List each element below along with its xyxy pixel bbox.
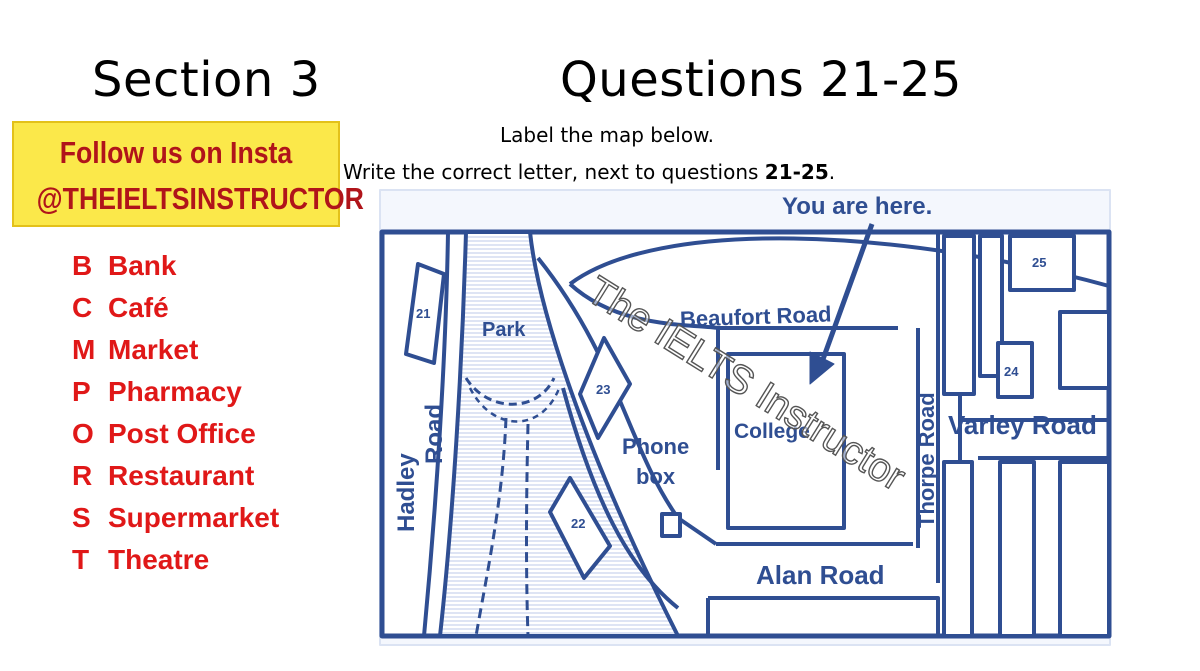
legend-letter: T [72,544,90,575]
legend-label: Bank [108,250,177,281]
legend-letter: O [72,418,94,449]
legend-label: Café [108,292,169,323]
question-22-marker: 22 [571,516,585,531]
question-24-marker: 24 [1004,364,1019,379]
legend-letter: R [72,460,93,491]
building-24 [996,341,1034,399]
legend-label: Market [108,334,199,365]
park-label: Park [482,319,526,341]
legend-letter: B [72,250,93,281]
college-building [726,352,846,530]
building-23 [578,336,632,440]
instruction-period: . [828,160,836,184]
section-title: Section 3 [92,52,321,108]
college-label: College [734,420,810,443]
options-legend: B Bank C Café M Market P Pharmacy O Post Offi… [72,250,279,586]
building-22 [548,476,612,580]
instruction-question-range: 21-25 [764,160,829,184]
hadley-road-label: Hadley [393,453,420,532]
instagram-promo-banner: Follow us on Insta @THEIELTSINSTRUCTOR [12,121,364,227]
thorpe-road-label: Thorpe Road [914,392,939,528]
promo-line-1: Follow us on Insta [59,135,293,170]
street-map: You are here. Park Beaufort Road College… [379,189,1112,646]
legend-item: C Café [72,292,279,334]
phone-box-label-line-2: box [636,464,676,489]
building-25 [1008,234,1076,292]
legend-item: R Restaurant [72,460,279,502]
phone-box-label-line-1: Phone [622,434,689,459]
questions-title: Questions 21-25 [560,52,962,108]
legend-item: B Bank [72,250,279,292]
legend-letter: P [72,376,91,407]
legend-label: Theatre [108,544,210,575]
legend-letter: C [72,292,93,323]
legend-item: P Pharmacy [72,376,279,418]
promo-handle: @THEIELTSINSTRUCTOR [36,181,364,216]
instruction-text: Write the correct letter, next to questi… [343,160,765,184]
map-drawing [379,189,1112,646]
phone-box [660,512,682,538]
alan-road-label: Alan Road [756,560,885,590]
question-23-marker: 23 [596,382,610,397]
instruction-line-1: Label the map below. [500,123,714,147]
legend-letter: S [72,502,91,533]
hadley-road-label-2: Road [421,404,448,464]
building-21 [404,262,446,365]
legend-label: Supermarket [108,502,280,533]
question-21-marker: 21 [416,306,430,321]
legend-item: S Supermarket [72,502,279,544]
legend-item: T Theatre [72,544,279,586]
varley-road-label: Varley Road [948,410,1097,440]
legend-item: M Market [72,334,279,376]
question-25-marker: 25 [1032,255,1046,270]
legend-label: Pharmacy [108,376,242,407]
legend-item: O Post Office [72,418,279,460]
legend-label: Restaurant [108,460,255,491]
you-are-here-arrow [819,223,875,363]
you-are-here-label: You are here. [782,193,932,220]
beaufort-road-label: Beaufort Road [680,301,832,331]
instruction-line-2: Write the correct letter, next to questi… [343,160,835,184]
legend-label: Post Office [108,418,256,449]
legend-letter: M [72,334,96,365]
